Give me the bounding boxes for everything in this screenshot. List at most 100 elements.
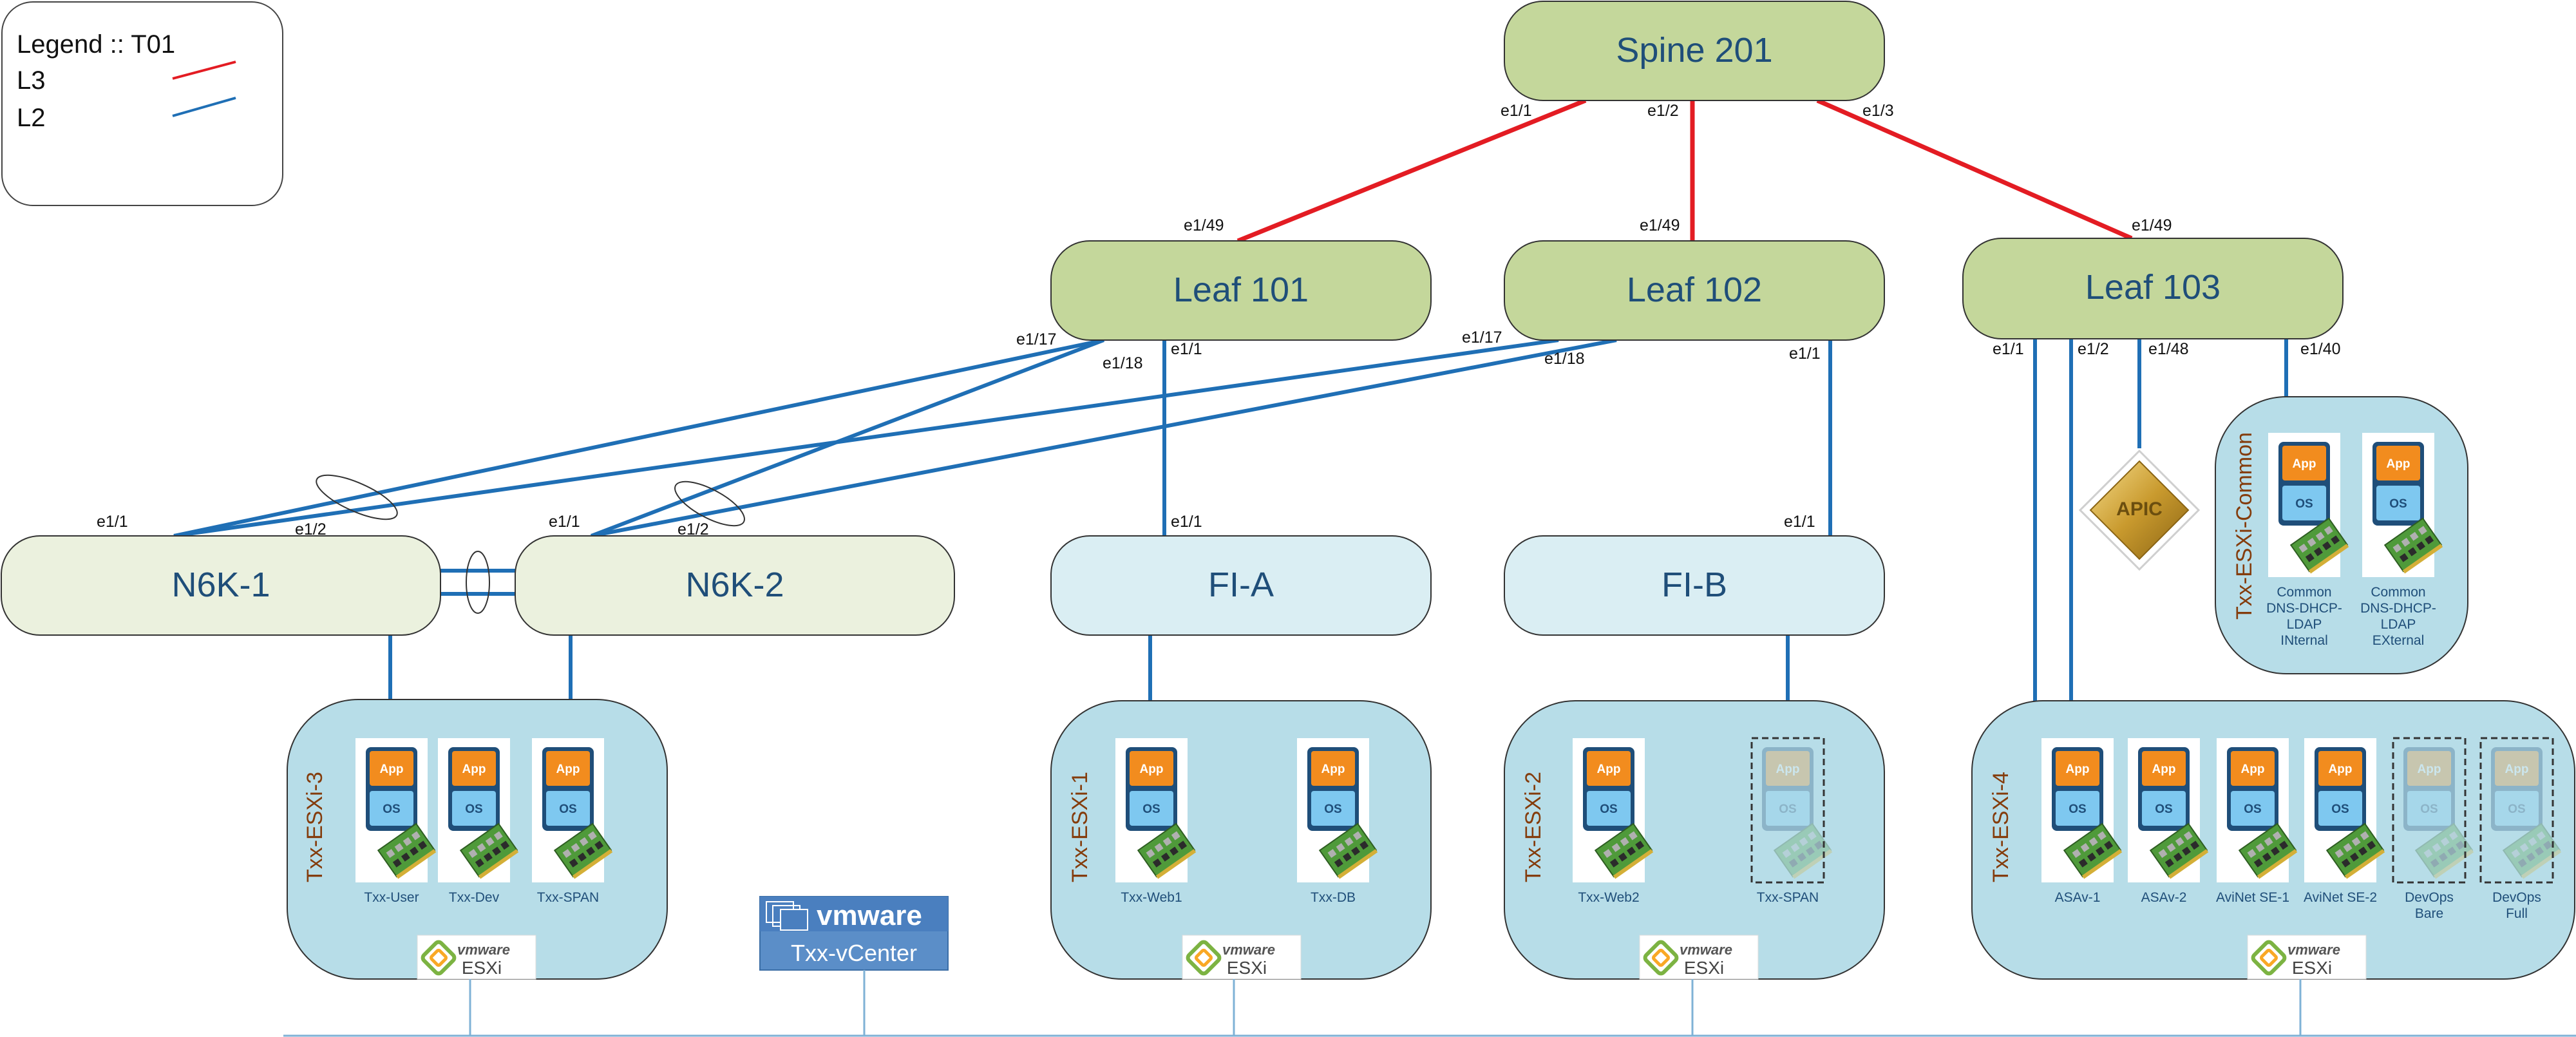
switch-n6k-2[interactable]: N6K-2 [515, 535, 955, 636]
vm-label: LDAP [2381, 617, 2416, 632]
vm-label: Bare [2415, 906, 2443, 921]
vm-label: DevOps [2405, 890, 2454, 905]
esxi-wordmark: ESXi [1684, 958, 1724, 978]
placeholder-frame [2479, 737, 2554, 884]
port-channel-n6k1 [316, 474, 398, 520]
vm-chassis [2491, 747, 2543, 831]
app-layer-icon [2407, 751, 2451, 786]
app-layer-icon [2318, 751, 2362, 786]
vm-label: Txx-User [364, 890, 419, 905]
esxi-emblem-icon [2251, 940, 2287, 976]
vm-label: AviNet SE-1 [2216, 890, 2289, 905]
os-layer-icon [2318, 791, 2362, 826]
host-title: Txx-ESXi-Common [2232, 432, 2257, 620]
os-layer-label: OS [1600, 803, 1617, 816]
vm-chassis [2403, 747, 2455, 831]
vm-label: Txx-Web1 [1121, 890, 1182, 905]
switch-fi-a[interactable]: FI-A [1050, 535, 1432, 636]
port-label: e1/49 [2132, 216, 2172, 234]
port-label: e1/2 [2078, 340, 2109, 358]
os-layer-label: OS [2508, 803, 2525, 816]
network-card-icon [553, 823, 613, 879]
vm-label: AviNet SE-2 [2304, 890, 2377, 905]
os-layer-icon [452, 791, 496, 826]
app-layer-label: App [556, 763, 580, 776]
switch-leaf-101[interactable]: Leaf 101 [1050, 240, 1432, 341]
esxi-emblem-icon [421, 940, 457, 976]
os-layer-label: OS [2420, 803, 2438, 816]
port-channel-peer [466, 551, 490, 614]
port-label: e1/1 [97, 513, 128, 531]
legend-title: Legend :: T01 [17, 30, 175, 59]
app-layer-icon [2056, 751, 2099, 786]
app-layer-icon [370, 751, 413, 786]
legend-l2-line [172, 97, 236, 117]
vmware-wordmark: vmware [1222, 942, 1275, 958]
app-layer-label: App [1776, 763, 1800, 776]
l3-links [1236, 98, 2133, 243]
os-layer-icon [2495, 791, 2539, 826]
switch-leaf-103[interactable]: Leaf 103 [1962, 238, 2344, 339]
host-esxi-common[interactable]: Txx-ESXi-Common AppOSCommonDNS-DHCP-LDAP… [2215, 396, 2468, 674]
os-layer-icon [2376, 486, 2420, 520]
os-layer-icon [2056, 791, 2099, 826]
port-channel-markers [316, 474, 745, 614]
placeholder-frame [1750, 737, 1825, 884]
os-layer-icon [546, 791, 590, 826]
vm-label: DNS-DHCP- [2266, 601, 2342, 616]
vcenter-vmware-logo: vmware [817, 900, 922, 931]
switch-fi-b[interactable]: FI-B [1504, 535, 1885, 636]
network-card-icon [377, 823, 437, 879]
legend-l3-line [172, 61, 236, 80]
legend-l2-label: L2 [17, 104, 46, 132]
switch-leaf-102[interactable]: Leaf 102 [1504, 240, 1885, 341]
apic-controller[interactable]: APIC [2078, 449, 2201, 571]
app-layer-label: App [2387, 457, 2410, 471]
placeholder-frame [2392, 737, 2467, 884]
apic-label: APIC [2116, 499, 2163, 520]
app-layer-icon [2142, 751, 2186, 786]
port-label: e1/2 [1647, 102, 1679, 120]
management-bus [283, 970, 2576, 1037]
switch-spine-201[interactable]: Spine 201 [1504, 1, 1885, 101]
apic-icon [2089, 460, 2190, 560]
host-esxi-3[interactable]: Txx-ESXi-3 AppOSTxx-UserAppOSTxx-DevAppO… [287, 699, 668, 980]
link-leaf102-n6k2 [591, 338, 1617, 538]
network-card-icon [1594, 823, 1654, 879]
network-card-icon [2502, 823, 2562, 879]
app-layer-icon [2376, 446, 2420, 480]
port-label: e1/2 [295, 520, 327, 538]
os-layer-label: OS [2244, 803, 2261, 816]
network-card-icon [2289, 517, 2349, 574]
link-leaf102-n6k1 [173, 338, 1559, 538]
link-spine-leaf103 [1816, 98, 2133, 241]
fi-b-label: FI-B [1662, 566, 1727, 604]
os-layer-icon [1130, 791, 1173, 826]
host-esxi-4[interactable]: Txx-ESXi-4 AppOSASAv-1AppOSASAv-2AppOSAv… [1971, 700, 2575, 980]
network-card-icon [459, 823, 519, 879]
vcenter[interactable]: vmware Txx-vCenter [759, 896, 949, 971]
vm-label: ASAv-2 [2141, 890, 2187, 905]
switch-n6k-1[interactable]: N6K-1 [1, 535, 441, 636]
